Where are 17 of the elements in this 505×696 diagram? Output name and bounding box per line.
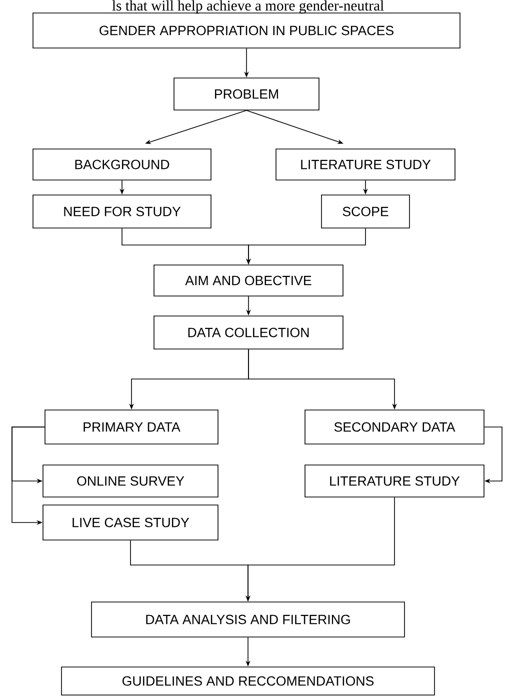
process-box: NEED FOR STUDY: [32, 194, 212, 228]
process-box: GENDER APPROPRIATION IN PUBLIC SPACES: [32, 12, 460, 48]
text-line: ls that will help achieve a more gender-neutral: [112, 0, 384, 14]
process-box: AIM AND OBECTIVE: [154, 264, 344, 296]
process-box: GUIDELINES AND RECCOMENDATIONS: [61, 666, 435, 696]
process-box: PROBLEM: [174, 78, 320, 110]
process-box: SECONDARY DATA: [304, 410, 484, 444]
process-box: SCOPE: [321, 194, 410, 228]
process-box: DATA COLLECTION: [154, 316, 344, 350]
process-box: DATA ANALYSIS AND FILTERING: [91, 602, 405, 638]
process-box: LITERATURE STUDY: [276, 148, 456, 180]
process-box: BACKGROUND: [32, 148, 212, 180]
process-box: PRIMARY DATA: [44, 410, 218, 444]
process-box: LITERATURE STUDY: [304, 464, 484, 498]
process-box: ONLINE SURVEY: [42, 464, 218, 498]
process-box: LIVE CASE STUDY: [42, 504, 218, 540]
arrow: [484, 426, 502, 484]
